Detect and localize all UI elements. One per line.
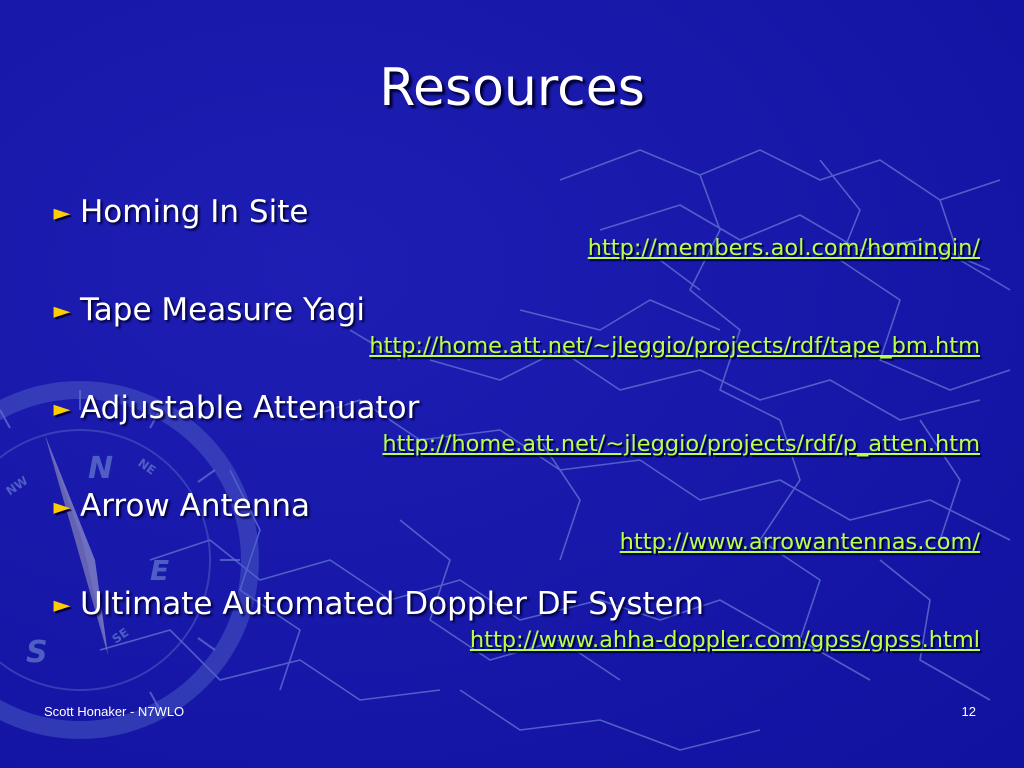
bullet-arrow-icon: ► bbox=[53, 494, 71, 520]
resource-title: Adjustable Attenuator bbox=[80, 390, 420, 426]
resource-link[interactable]: http://www.ahha-doppler.com/gpss/gpss.ht… bbox=[469, 627, 980, 653]
resource-list: ► Homing In Site http://members.aol.com/… bbox=[44, 190, 984, 680]
list-item: ► Tape Measure Yagi http://home.att.net/… bbox=[44, 288, 984, 386]
slide-title: Resources bbox=[379, 58, 645, 118]
bullet-arrow-icon: ► bbox=[53, 396, 71, 422]
resource-title: Arrow Antenna bbox=[80, 488, 311, 524]
list-item: ► Adjustable Attenuator http://home.att.… bbox=[44, 386, 984, 484]
list-item: ► Homing In Site http://members.aol.com/… bbox=[44, 190, 984, 288]
compass-rose: N E S NW NE SE bbox=[0, 381, 259, 739]
resource-title: Tape Measure Yagi bbox=[80, 292, 365, 328]
bullet-arrow-icon: ► bbox=[53, 592, 71, 618]
compass-nw-letter: NW bbox=[3, 474, 30, 499]
resource-link[interactable]: http://home.att.net/~jleggio/projects/rd… bbox=[369, 333, 980, 359]
list-item: ► Arrow Antenna http://www.arrowantennas… bbox=[44, 484, 984, 582]
resource-title: Ultimate Automated Doppler DF System bbox=[80, 586, 704, 622]
resource-link[interactable]: http://www.arrowantennas.com/ bbox=[619, 529, 980, 555]
footer-author: Scott Honaker - N7WLO bbox=[44, 704, 185, 719]
compass-north-letter: N bbox=[88, 451, 113, 486]
resource-title: Homing In Site bbox=[80, 194, 309, 230]
resource-link[interactable]: http://members.aol.com/homingin/ bbox=[587, 235, 980, 261]
compass-south-letter: S bbox=[26, 635, 48, 670]
resource-link[interactable]: http://home.att.net/~jleggio/projects/rd… bbox=[382, 431, 980, 457]
bullet-arrow-icon: ► bbox=[53, 200, 71, 226]
slide-number: 12 bbox=[961, 704, 976, 719]
compass-east-letter: E bbox=[150, 554, 169, 587]
list-item: ► Ultimate Automated Doppler DF System h… bbox=[44, 582, 984, 680]
bullet-arrow-icon: ► bbox=[53, 298, 71, 324]
